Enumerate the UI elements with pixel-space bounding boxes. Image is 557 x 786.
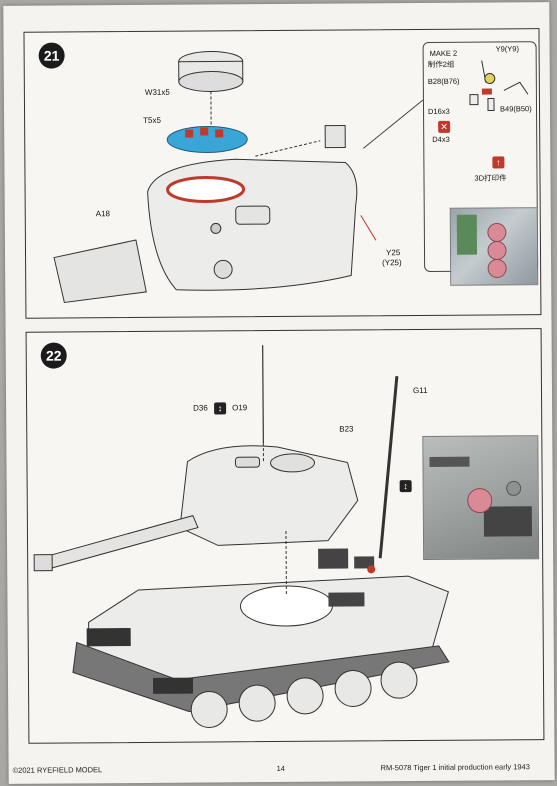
product-line: RM-5078 Tiger 1 initial production early… [380, 762, 530, 773]
label-g11: G11 [412, 385, 428, 396]
step-21-diagram [53, 50, 424, 304]
label-t5: T5x5 [143, 115, 161, 125]
instruction-sheet: 21 W31x5 T5x [3, 2, 555, 784]
detail-photo [422, 435, 540, 560]
step-22-panel: 22 [25, 328, 545, 744]
copyright: ©2021 RYEFIELD MODEL [12, 765, 103, 775]
photo-detail [429, 456, 533, 537]
3d-print-icon: ↑ [492, 156, 505, 169]
print-part-icon: ↕ [214, 402, 227, 415]
label-o19: O19 [232, 403, 248, 413]
label-a18: A18 [95, 209, 111, 219]
label-w31: W31x5 [144, 87, 170, 97]
detail-callout: MAKE 2 制作2组 Y9(Y9) B28(B76) B49(B50) D16… [422, 41, 539, 272]
step-21-panel: 21 W31x5 T5x [23, 28, 542, 319]
step-22-diagram [33, 345, 450, 728]
label-b23: B23 [339, 424, 354, 434]
label-y25: Y25 [385, 248, 401, 258]
3d-print-photo [449, 207, 539, 286]
remove-part-icon: ✕ [438, 120, 451, 133]
label-y25-alt: (Y25) [382, 258, 402, 268]
label-d4: D4x3 [432, 134, 450, 144]
callout-parts-sketch [469, 60, 529, 112]
photo-parts [456, 214, 507, 278]
label-3d-print: 3D打印件 [474, 173, 507, 183]
label-d36: D36 [193, 403, 208, 413]
print-part-icon-2: ↕ [399, 480, 412, 493]
page-number: 14 [276, 763, 285, 774]
